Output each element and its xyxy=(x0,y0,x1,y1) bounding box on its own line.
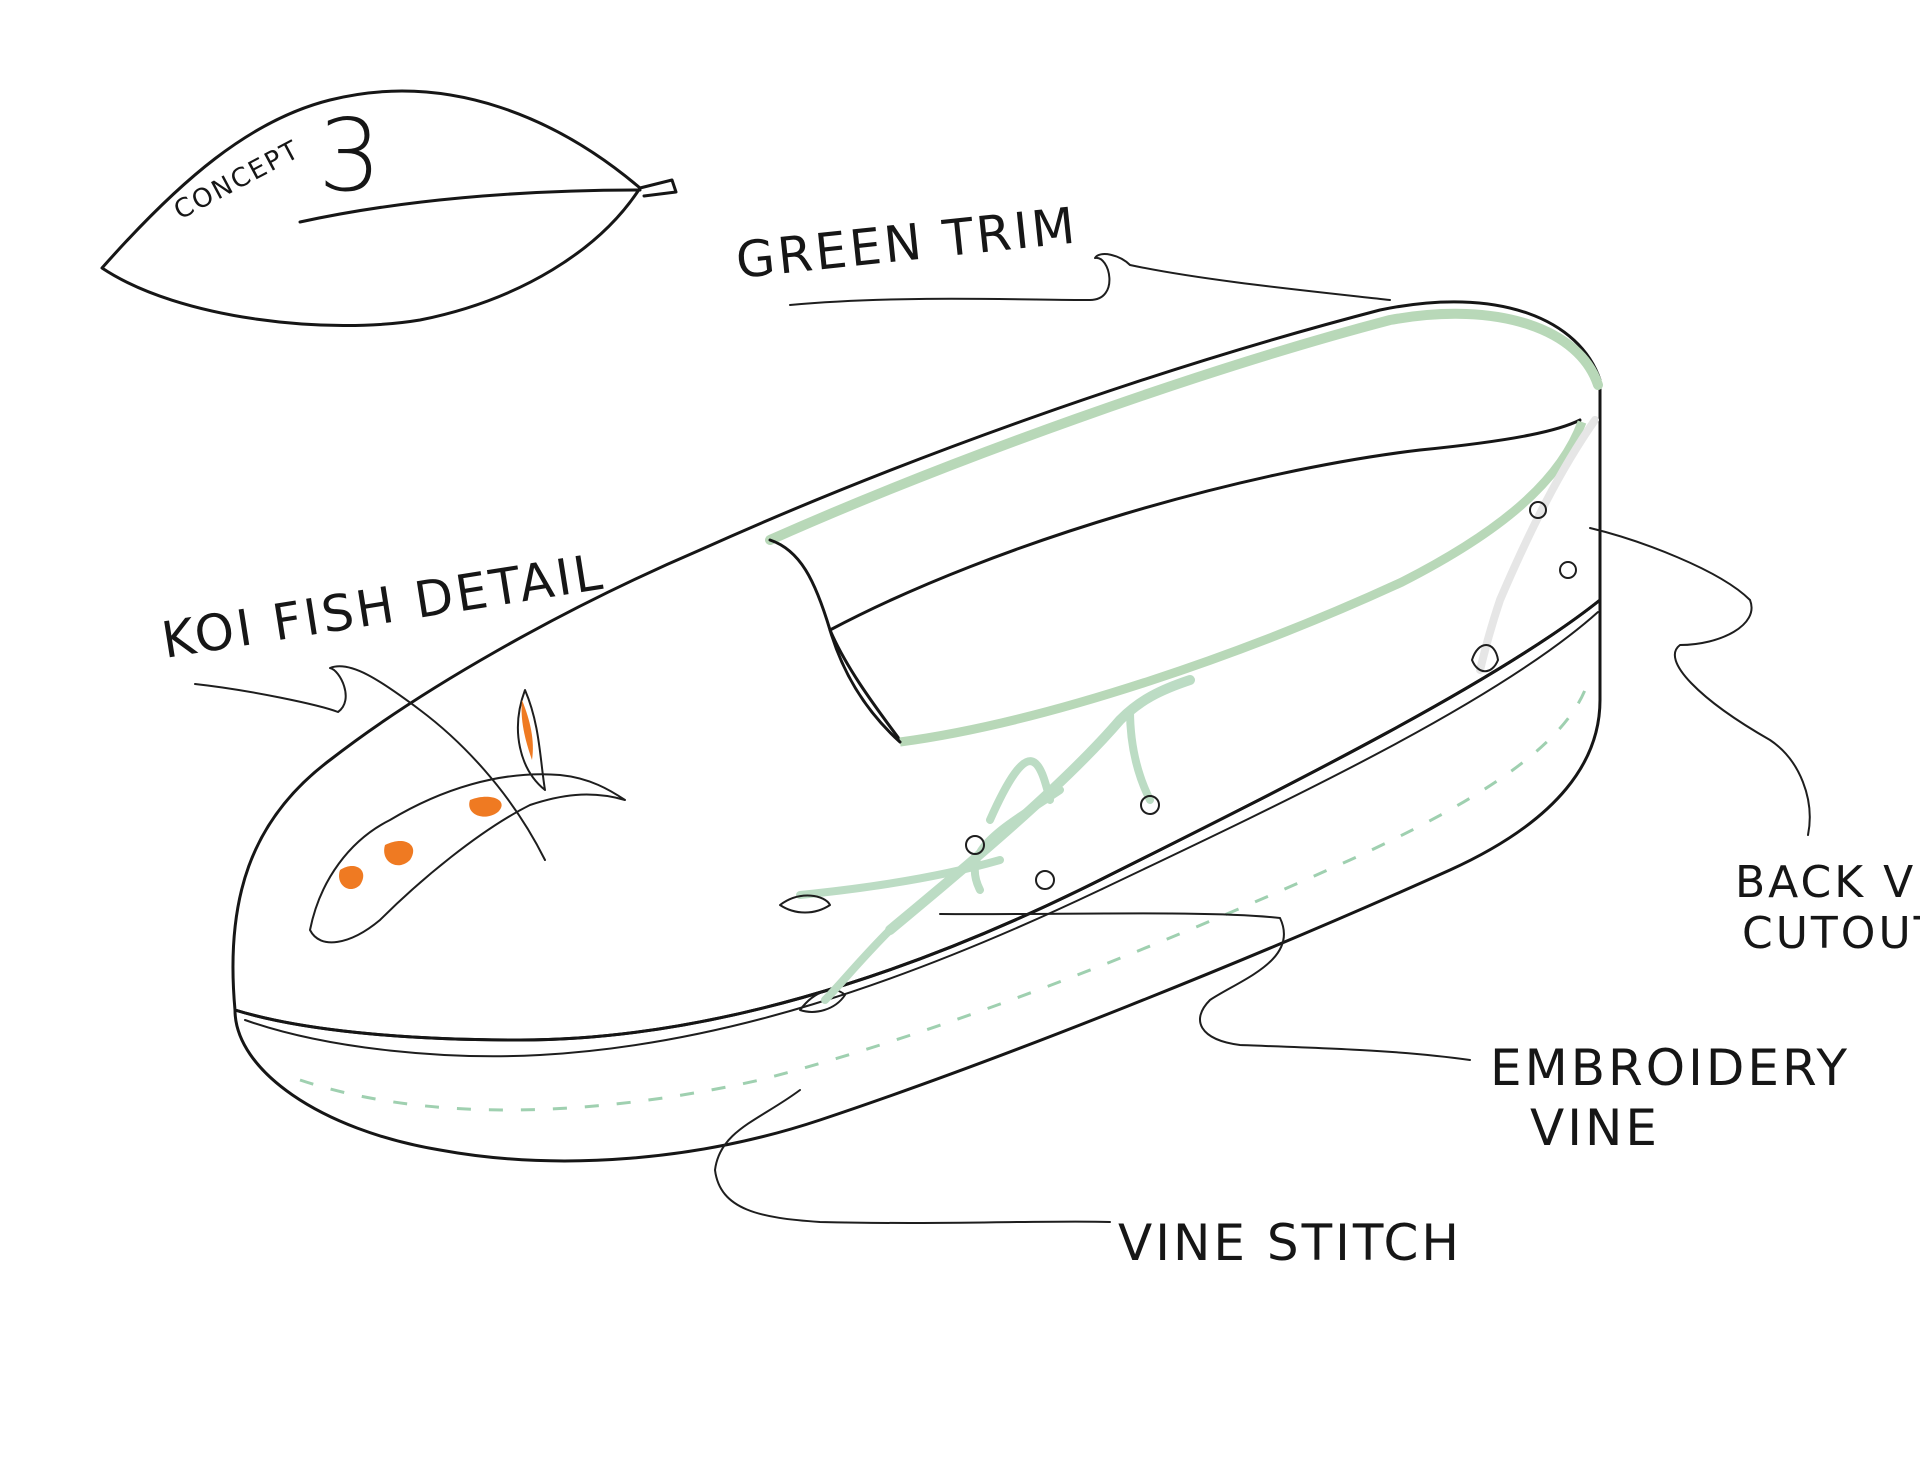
koi-fish-leader xyxy=(194,665,546,861)
back-vine-leader xyxy=(1589,527,1811,836)
label-green-trim: GREEN TRIM xyxy=(733,196,1080,290)
concept-number: 3 xyxy=(318,97,382,214)
label-vine-stitch: VINE STITCH xyxy=(1118,1214,1462,1272)
label-back-vine-line2: CUTOUT xyxy=(1742,908,1920,959)
shoe-illustration xyxy=(231,300,1603,1163)
label-back-vine-line1: BACK VINE xyxy=(1735,857,1920,908)
vine-branch-icon xyxy=(779,361,1599,1013)
label-koi-fish-detail: KOI FISH DETAIL xyxy=(158,543,609,670)
leaf-badge-icon: CONCEPT 3 xyxy=(100,89,678,327)
vine-stitch-dashes xyxy=(299,689,1587,1112)
embroidery-leader xyxy=(939,912,1471,1061)
shoe-upper xyxy=(231,300,1602,1042)
label-embroidery-line2: VINE xyxy=(1530,1099,1660,1157)
vine-stitch-leader xyxy=(714,1089,1111,1224)
koi-fish-icon xyxy=(309,689,626,944)
green-trim-rim xyxy=(765,308,1603,545)
green-trim-leader xyxy=(789,253,1391,306)
label-embroidery-line1: EMBROIDERY xyxy=(1490,1039,1850,1097)
